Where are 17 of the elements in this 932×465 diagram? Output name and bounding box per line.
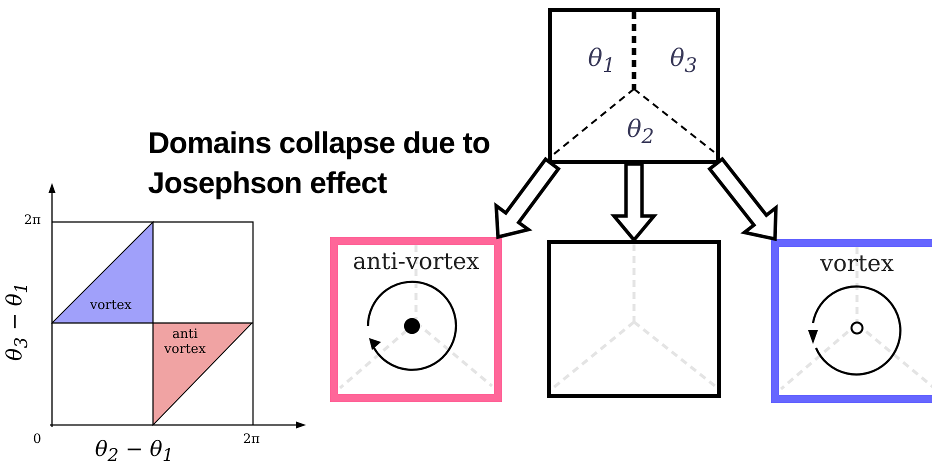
panel-title: vortex [819, 251, 895, 277]
region-label: anti vortex [163, 327, 207, 357]
block-arrow [707, 156, 778, 242]
axis-tick-label: 0 [33, 432, 42, 447]
block-arrow [610, 162, 658, 243]
block-arrow [494, 156, 561, 240]
vortex-panel [771, 239, 932, 403]
phase-label: θ$_{3}$ [670, 44, 698, 77]
panel-title: anti-vortex [352, 249, 480, 275]
phase-label: θ$_{1}$ [588, 44, 616, 77]
axis-tick-label: 2π [24, 213, 41, 228]
bold-heading: Domains collapse due to Josephson effect [148, 126, 491, 202]
vortex-panel [330, 237, 502, 402]
axis-tick-label: 2π [243, 432, 260, 447]
region-label: vortex [90, 298, 132, 313]
phase-label: θ$_{2}$ [627, 115, 654, 148]
axis-title: θ$_{2}$ − θ$_{1}$ [95, 437, 174, 465]
